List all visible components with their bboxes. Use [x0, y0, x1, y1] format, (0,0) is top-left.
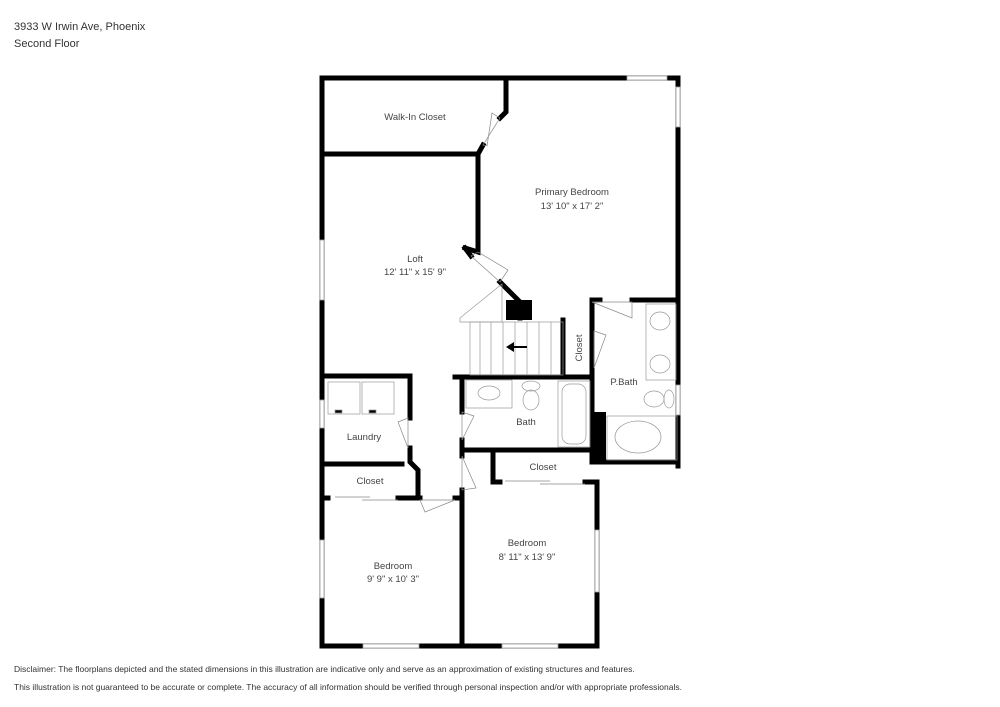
address-label: 3933 W Irwin Ave, Phoenix: [14, 21, 146, 33]
windows: [319, 75, 681, 649]
room-bath: Bath: [516, 417, 536, 428]
room-closet-stairs: Closet: [574, 334, 585, 361]
room-bedroom-left-dims: 9' 9" x 10' 3": [367, 574, 419, 585]
fixtures: [327, 303, 678, 461]
room-primary-bedroom-dims: 13' 10" x 17' 2": [541, 201, 604, 212]
room-closet-right: Closet: [530, 462, 557, 473]
stairs: [459, 283, 564, 376]
disclaimer-line-1: Disclaimer: The floorplans depicted and …: [14, 664, 635, 674]
room-bedroom-left: Bedroom: [374, 561, 413, 572]
room-loft-dims: 12' 11" x 15' 9": [384, 267, 446, 278]
disclaimer-line-2: This illustration is not guaranteed to b…: [14, 682, 682, 692]
room-bedroom-right-dims: 8' 11" x 13' 9": [499, 552, 556, 563]
room-primary-bedroom: Primary Bedroom: [535, 187, 609, 198]
floor-label: Second Floor: [14, 38, 80, 50]
stairs-arrow-icon: [506, 342, 527, 352]
doors: [335, 112, 633, 513]
room-pbath: P.Bath: [610, 377, 637, 388]
room-walk-in-closet: Walk-In Closet: [384, 112, 446, 123]
room-closet-left: Closet: [357, 476, 384, 487]
room-loft: Loft: [407, 254, 423, 265]
room-laundry: Laundry: [347, 432, 382, 443]
room-bedroom-right: Bedroom: [508, 538, 547, 549]
